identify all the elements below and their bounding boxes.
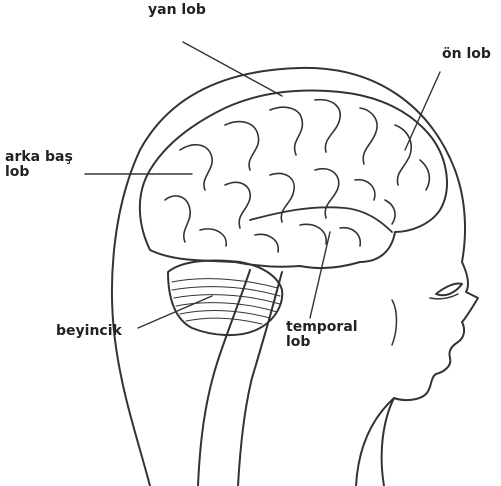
cerebellum-folia bbox=[172, 279, 280, 324]
label-frontal-lobe: ön lob bbox=[442, 47, 491, 62]
label-occipital-lobe: arka baş lob bbox=[5, 150, 73, 180]
label-parietal-lobe: yan lob bbox=[148, 3, 206, 18]
label-temporal-line1: temporal bbox=[286, 320, 358, 335]
leader-cerebellum bbox=[138, 296, 212, 328]
leader-lines bbox=[85, 42, 440, 328]
label-occipital-line1: arka baş bbox=[5, 150, 73, 165]
head-outline bbox=[112, 68, 478, 486]
leader-frontal bbox=[405, 72, 440, 150]
label-temporal-line2: lob bbox=[286, 335, 358, 350]
leader-parietal bbox=[183, 42, 282, 96]
brain-stem-right bbox=[238, 272, 282, 486]
label-occipital-line2: lob bbox=[5, 165, 73, 180]
cerebrum-outline bbox=[140, 91, 447, 269]
cerebellum-outline bbox=[168, 260, 282, 335]
leader-temporal bbox=[310, 232, 330, 318]
label-temporal-lobe: temporal lob bbox=[286, 320, 358, 350]
lateral-sulcus bbox=[250, 207, 392, 232]
label-cerebellum: beyincik bbox=[56, 324, 122, 339]
ear-line bbox=[392, 300, 397, 345]
